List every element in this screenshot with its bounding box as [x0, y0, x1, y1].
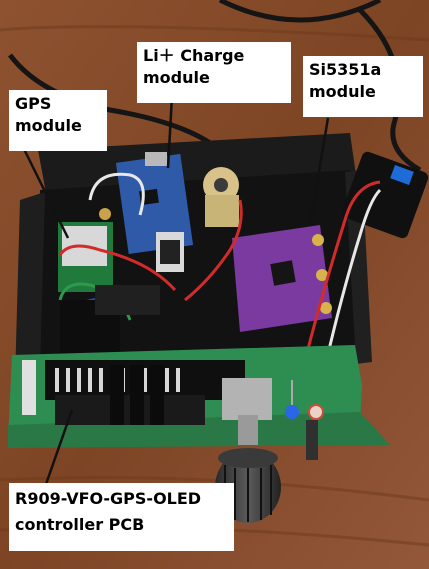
si5351-sma-2 — [316, 269, 328, 281]
si5351-sma-1 — [312, 234, 324, 246]
charge-pointer — [166, 95, 174, 169]
black-cable-top — [218, 0, 382, 23]
label-pcb-line1: R909-VFO-GPS-OLED — [15, 489, 202, 508]
si5351-pointer — [308, 117, 330, 226]
usb-port — [145, 152, 167, 166]
pcb-pointer — [43, 409, 74, 488]
red-wire-right — [298, 180, 381, 381]
audio-jack-base — [205, 195, 239, 227]
connector-pins — [160, 240, 180, 264]
encoder-body — [222, 378, 272, 420]
label-gps-line2: module — [15, 116, 82, 135]
blue-led — [285, 405, 299, 419]
si5351-chip — [270, 260, 296, 286]
pcb-tall-headers — [110, 365, 164, 425]
label-pcb-line2: controller PCB — [15, 515, 145, 534]
standoff-post — [306, 420, 318, 460]
red-wire-left — [58, 244, 177, 291]
gps-pointer — [20, 144, 70, 239]
label-si5351-module: Si5351a module — [303, 56, 423, 117]
enclosure-left-wall — [15, 192, 45, 380]
label-gps-line1: GPS — [15, 94, 52, 113]
label-charge-line1: Li＋ Charge — [143, 46, 245, 65]
audio-jack-hole — [214, 178, 228, 192]
label-si5351-line2: module — [309, 82, 376, 101]
label-gps-module: GPS module — [9, 90, 107, 151]
label-charge-module: Li＋ Charge module — [137, 42, 291, 103]
white-wire — [88, 172, 145, 216]
controller-pcb-edge — [8, 412, 390, 448]
pointer-lines — [20, 95, 330, 488]
si5351-sma-3 — [320, 302, 332, 314]
clear-led — [308, 404, 324, 420]
label-si5351-line1: Si5351a — [309, 60, 382, 79]
label-charge-line2: module — [143, 68, 210, 87]
label-controller-pcb: R909-VFO-GPS-OLED controller PCB — [9, 483, 234, 551]
ribbon-connector — [95, 285, 160, 315]
tuning-knob-top — [218, 448, 278, 468]
white-wire-right — [320, 188, 382, 381]
red-wire-middle — [184, 199, 243, 302]
gps-coax-connector — [99, 208, 111, 220]
standoff-post-left — [22, 360, 36, 415]
blue-connector — [390, 165, 414, 185]
encoder-shaft — [238, 415, 258, 445]
